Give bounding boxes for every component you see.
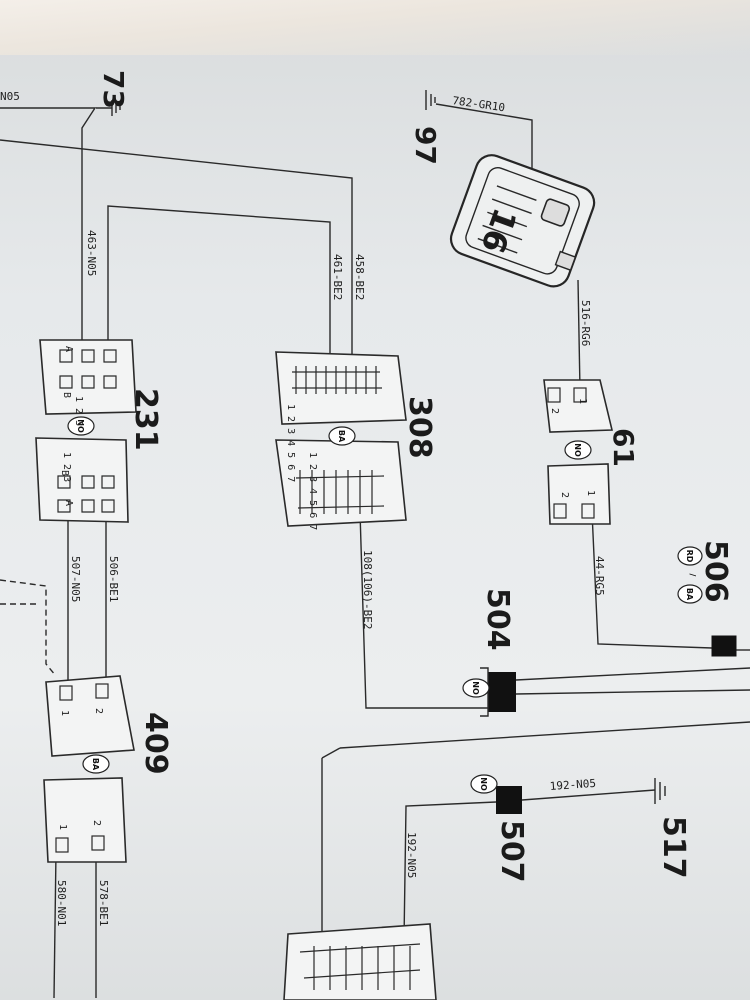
badge-no-61: NO <box>564 440 592 460</box>
device-16 <box>449 154 596 288</box>
badge-no-231: NO <box>67 416 95 436</box>
wire-label-192-n05-horizontal: 192-N05 <box>549 777 596 793</box>
pin-label-1: 1 <box>57 824 68 830</box>
component-ref-231: 231 <box>128 388 163 451</box>
badge-label: BA <box>91 758 100 771</box>
connector-61-bottom <box>547 463 611 525</box>
ground-symbol-73 <box>96 100 121 116</box>
pin-label-a: A <box>63 500 74 506</box>
pin-label-b: B <box>59 470 70 476</box>
wire-label-580-n01: 580-N01 <box>55 880 68 926</box>
badge-rd-506: RD <box>677 546 703 566</box>
badge-ba-308: BA <box>328 426 356 446</box>
wire-label-506-be1: 506-BE1 <box>107 556 120 602</box>
connector-231-top <box>39 339 137 415</box>
connector-409-top <box>45 675 135 757</box>
badge-ba-506: BA <box>677 584 703 604</box>
wire-label-192-n05-vertical: 192-N05 <box>405 832 418 878</box>
badge-label: RD <box>685 550 694 563</box>
connector-409-bottom <box>43 777 127 863</box>
badge-label: NO <box>471 681 480 695</box>
pin-label-1: 1 <box>59 710 70 716</box>
pin-label-b: B <box>61 392 72 398</box>
pin-label-row: 1 2 3 4 5 6 7 <box>285 404 296 482</box>
badge-label: NO <box>479 777 488 791</box>
badge-no-507: NO <box>470 774 498 794</box>
wire-label-n05: N05 <box>0 90 20 103</box>
wire-label-516-rg6: 516-RG6 <box>579 300 592 346</box>
connector-61-top <box>543 379 614 433</box>
splice-507 <box>496 786 522 814</box>
badge-separator: / <box>688 574 697 577</box>
wire-label-578-be1: 578-BE1 <box>97 880 110 926</box>
component-ref-308: 308 <box>402 396 437 459</box>
badge-label: BA <box>337 430 346 443</box>
pin-label-row: 1 2 3 <box>61 452 72 482</box>
connector-bottom <box>283 923 437 1000</box>
wire-label-44-rg5: 44-RG5 <box>593 556 606 596</box>
splice-504 <box>480 667 516 717</box>
badge-label: NO <box>573 443 582 457</box>
component-ref-97: 97 <box>409 126 442 165</box>
wire-label-461-be2: 461-BE2 <box>331 254 344 300</box>
pin-label-2: 2 <box>559 492 570 498</box>
connector-308-top <box>275 351 407 425</box>
component-ref-409: 409 <box>138 712 173 775</box>
ground-symbol-517 <box>654 778 666 804</box>
wire-label-507-n05: 507-N05 <box>69 556 82 602</box>
component-ref-73: 73 <box>97 70 130 109</box>
pin-label-1: 1 <box>577 398 588 404</box>
component-ref-61: 61 <box>607 428 640 467</box>
paper-edge <box>0 0 750 55</box>
splice-506 <box>711 635 737 657</box>
badge-label: BA <box>685 588 694 601</box>
wire-label-463-n05: 463-N05 <box>85 230 98 276</box>
connector-231-bottom <box>35 437 129 523</box>
ground-symbol-97 <box>425 90 436 110</box>
component-ref-506: 506 <box>698 540 733 603</box>
pin-label-2: 2 <box>93 708 104 714</box>
pin-label-row: 1 2 3 <box>73 396 84 426</box>
pin-label-a: A <box>63 346 74 352</box>
wire-label-458-be2: 458-BE2 <box>353 254 366 300</box>
pin-label-2: 2 <box>549 408 560 414</box>
pin-label-row: 1 2 3 4 5 6 7 <box>307 452 318 530</box>
badge-no-504: NO <box>462 678 490 698</box>
pin-label-2: 2 <box>91 820 102 826</box>
wire-label-108-106-be2: 108(106)-BE2 <box>361 550 374 629</box>
pin-label-1: 1 <box>585 490 596 496</box>
badge-ba-409: BA <box>82 754 110 774</box>
component-ref-507: 507 <box>494 820 529 883</box>
component-ref-517: 517 <box>656 816 691 879</box>
component-ref-504: 504 <box>480 588 515 651</box>
badge-label: NO <box>76 419 85 433</box>
connector-308-bottom <box>275 439 407 527</box>
wire-lines <box>0 103 750 999</box>
